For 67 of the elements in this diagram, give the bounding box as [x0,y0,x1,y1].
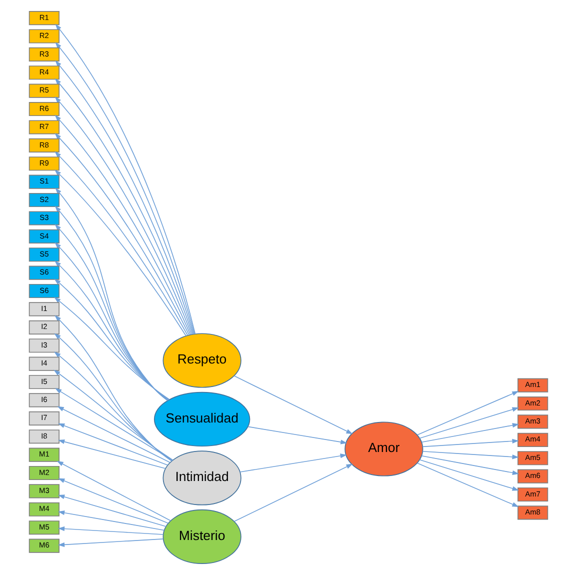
arrow [57,494,166,527]
node-box: S2 [28,193,59,208]
node-box: R9 [28,156,59,171]
arrow [54,388,173,461]
arrow [416,391,518,436]
node-box: R3 [28,47,59,62]
arrow [57,510,164,531]
node-box: I8 [28,430,59,444]
node-box: M3 [28,484,59,498]
node-box: M5 [28,520,59,535]
arrow [418,407,518,439]
node-box: M6 [28,538,59,553]
arrow [53,370,173,460]
node-box: Am5 [517,451,548,466]
node-ellipse: Intimidad [162,450,241,506]
node-box: R7 [28,120,59,134]
arrow [233,464,352,522]
node-ellipse: Misterio [162,509,241,564]
arrow [233,376,352,434]
node-box: S1 [28,174,59,189]
node-box: S6 [28,266,59,280]
arrow [422,438,518,448]
node-box: Am3 [517,414,548,429]
node-ellipse: Sensualidad [153,392,250,447]
arrow [418,459,518,491]
node-box: R2 [28,29,59,44]
node-box: I5 [28,374,59,390]
node-box: M4 [28,502,59,516]
node-box: M2 [28,466,59,480]
arrow [422,450,518,460]
arrow [56,460,171,522]
arrow [420,456,519,475]
node-box: I4 [28,356,59,371]
node-box: S6 [28,284,59,298]
node-box: M1 [28,448,59,462]
node-ellipse: Respeto [162,333,241,388]
node-box: R4 [28,66,59,80]
arrow [420,423,519,443]
node-box: I1 [28,302,59,316]
arrow [416,462,518,508]
node-box: Am7 [517,487,548,502]
node-box: Am2 [517,396,548,411]
node-box: S3 [28,211,59,226]
arrow [247,426,347,444]
arrow [58,423,168,466]
node-box: I2 [28,320,59,334]
node-box: S4 [28,229,59,244]
arrow [57,439,166,469]
node-box: S5 [28,248,59,262]
arrow [57,538,164,547]
arrow [56,406,170,463]
node-box: Am6 [517,469,548,484]
arrow [54,352,172,461]
arrow [58,478,168,524]
arrow [57,526,164,535]
node-box: R1 [28,11,59,26]
node-box: I3 [28,338,59,353]
arrow [53,297,170,400]
arrow [239,454,346,472]
node-box: R5 [28,84,59,98]
node-box: I7 [28,411,59,426]
node-box: Am8 [517,506,548,520]
node-box: Am4 [517,432,548,447]
node-box: R6 [28,102,59,116]
node-box: Am1 [517,378,548,392]
node-box: R8 [28,138,59,152]
node-box: I6 [28,393,59,408]
